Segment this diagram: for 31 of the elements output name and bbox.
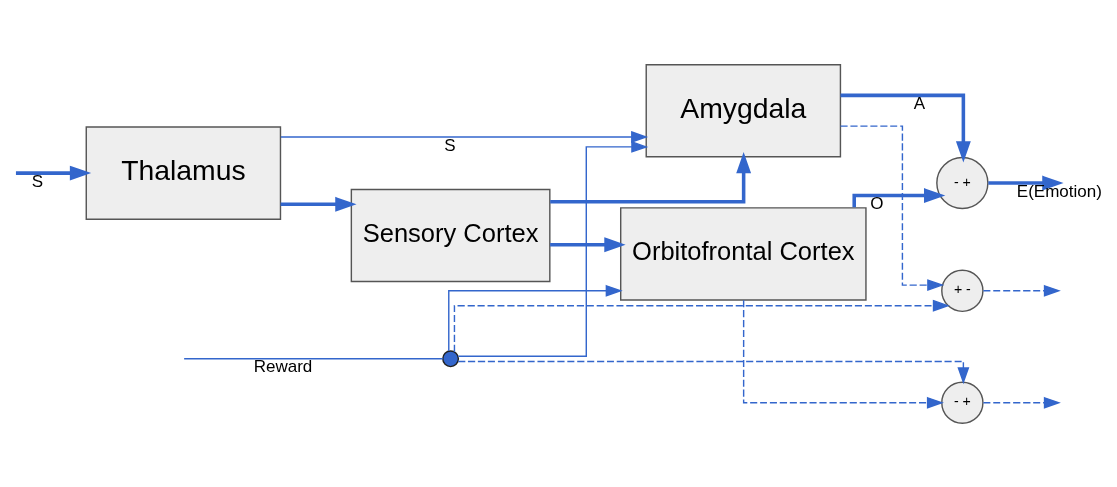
arrow: [988, 175, 1064, 190]
edge-label: S: [444, 135, 456, 155]
arrow: [453, 299, 950, 353]
node-circle: [442, 349, 460, 367]
edge-label: A: [913, 93, 926, 113]
node-circle: + -: [941, 269, 984, 312]
node-circle: - +: [941, 381, 984, 424]
arrow: [982, 284, 1061, 297]
arrow: [457, 140, 649, 357]
arrow: [15, 165, 92, 181]
edge-label: Reward: [253, 356, 313, 376]
node-box: Thalamus: [85, 125, 282, 220]
arrow: [852, 187, 946, 207]
arrow: [550, 151, 752, 203]
arrow: [982, 396, 1061, 409]
arrow: [742, 299, 944, 409]
node-box: Amygdala: [645, 63, 842, 158]
arrow: [280, 196, 357, 212]
connector: [183, 357, 444, 360]
edge-label: O: [870, 193, 884, 213]
edge-label: S: [31, 171, 44, 191]
arrow: [839, 124, 945, 291]
arrow: [840, 93, 971, 163]
arrow: [550, 236, 626, 252]
node-box: Sensory Cortex: [350, 188, 551, 282]
node-circle: - +: [936, 156, 989, 209]
arrow: [448, 284, 623, 352]
edge-label: E(Emotion): [1016, 181, 1102, 201]
arrow: [457, 360, 970, 384]
arrow: [280, 130, 649, 143]
node-box: Orbitofrontal Cortex: [620, 206, 867, 301]
